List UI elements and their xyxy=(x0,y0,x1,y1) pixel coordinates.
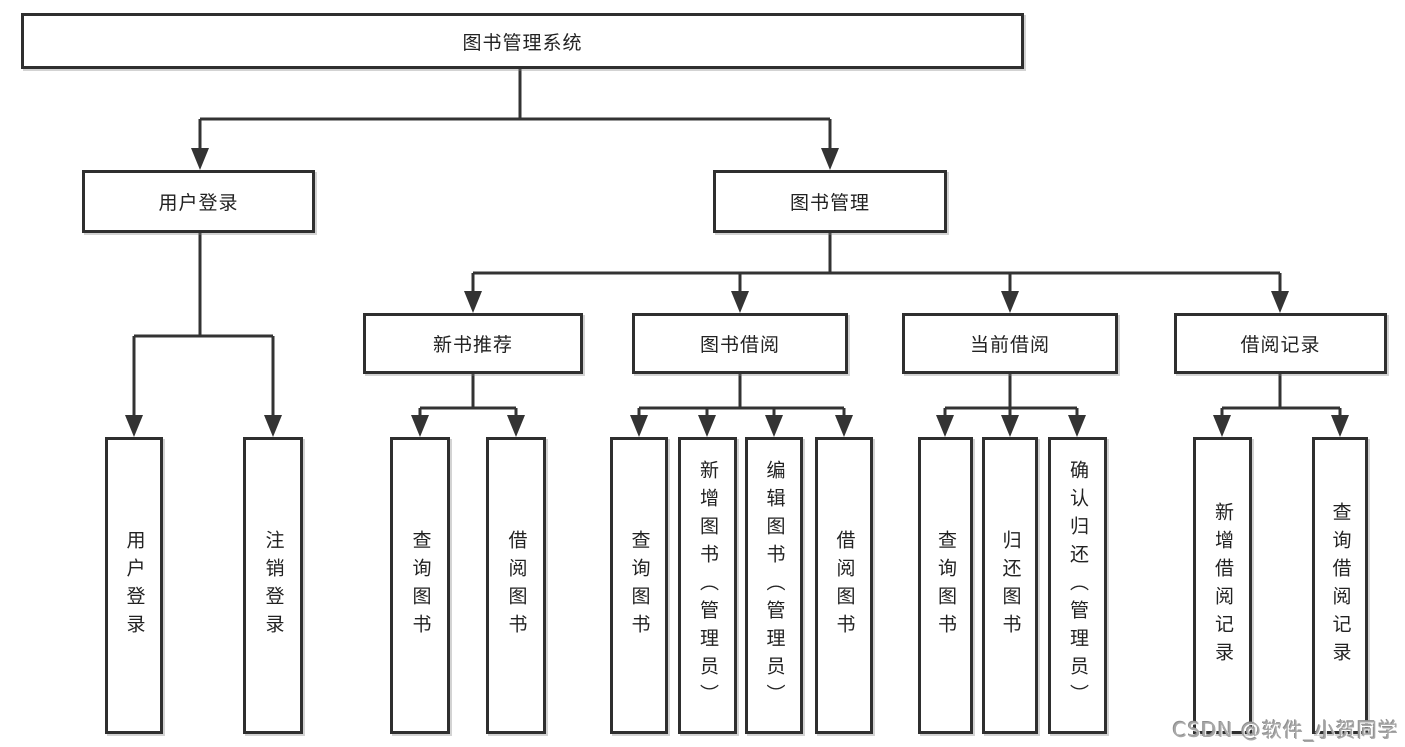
leaf-query-borrow-record: 查询借阅记录 xyxy=(1312,437,1368,734)
node-user-login-label: 用户登录 xyxy=(158,192,239,214)
leaf-confirm-return-admin: 确认归还（管理员） xyxy=(1048,437,1107,734)
leaf-query-borrow-record-label: 查询借阅记录 xyxy=(1329,501,1352,670)
leaf-logout: 注销登录 xyxy=(243,437,303,734)
node-book-management-label: 图书管理 xyxy=(789,192,870,214)
leaf-logout-label: 注销登录 xyxy=(262,529,285,642)
csdn-watermark: CSDN @软件_小贺同学 xyxy=(1172,718,1399,742)
leaf-return-books-label: 归还图书 xyxy=(999,529,1022,642)
node-root-label: 图书管理系统 xyxy=(462,31,583,54)
leaf-query-books-3-label: 查询图书 xyxy=(935,529,957,642)
node-book-borrow: 图书借阅 xyxy=(632,313,848,374)
leaf-confirm-return-admin-label: 确认归还（管理员） xyxy=(1067,459,1089,712)
leaf-add-borrow-record: 新增借阅记录 xyxy=(1193,437,1252,734)
leaf-edit-books-admin: 编辑图书（管理员） xyxy=(745,437,803,734)
leaf-add-books-admin-label: 新增图书（管理员） xyxy=(697,459,719,712)
node-borrow-records: 借阅记录 xyxy=(1174,313,1387,374)
leaf-add-books-admin: 新增图书（管理员） xyxy=(678,437,737,734)
leaf-edit-books-admin-label: 编辑图书（管理员） xyxy=(763,459,786,712)
leaf-add-borrow-record-label: 新增借阅记录 xyxy=(1212,501,1234,670)
leaf-query-books-3: 查询图书 xyxy=(918,437,973,734)
node-borrow-records-label: 借阅记录 xyxy=(1240,334,1321,356)
leaf-user-login: 用户登录 xyxy=(105,437,163,734)
node-new-book-recommend-label: 新书推荐 xyxy=(432,334,513,356)
node-user-login: 用户登录 xyxy=(82,170,315,233)
node-root-system: 图书管理系统 xyxy=(21,13,1024,69)
node-book-management: 图书管理 xyxy=(713,170,947,233)
leaf-query-books-1-label: 查询图书 xyxy=(409,529,432,642)
leaf-borrow-books-1: 借阅图书 xyxy=(486,437,546,734)
node-current-borrow: 当前借阅 xyxy=(902,313,1118,374)
arrowheads xyxy=(125,148,1349,437)
leaf-borrow-books-2: 借阅图书 xyxy=(815,437,873,734)
node-new-book-recommend: 新书推荐 xyxy=(363,313,583,374)
connector-shafts xyxy=(132,69,1342,419)
leaf-query-books-2: 查询图书 xyxy=(610,437,668,734)
leaf-query-books-1: 查询图书 xyxy=(390,437,450,734)
leaf-return-books: 归还图书 xyxy=(982,437,1038,734)
leaf-borrow-books-2-label: 借阅图书 xyxy=(833,529,856,642)
leaf-user-login-label: 用户登录 xyxy=(123,529,146,642)
node-book-borrow-label: 图书借阅 xyxy=(699,334,780,356)
leaf-borrow-books-1-label: 借阅图书 xyxy=(505,529,528,642)
leaf-query-books-2-label: 查询图书 xyxy=(628,529,651,642)
node-current-borrow-label: 当前借阅 xyxy=(969,334,1050,356)
